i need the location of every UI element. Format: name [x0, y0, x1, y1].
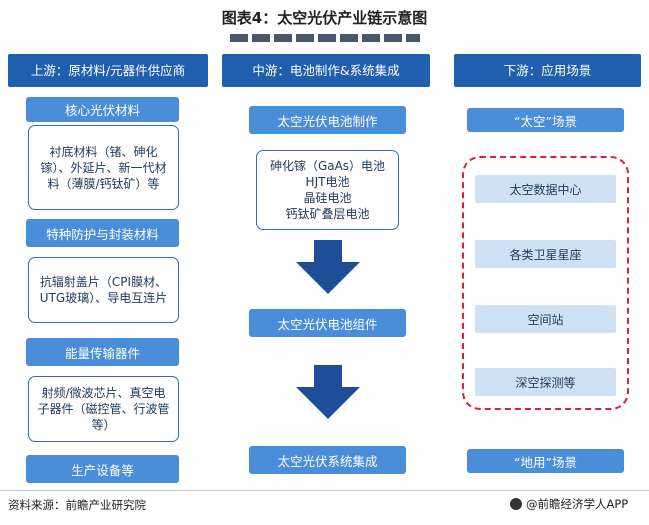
midstream-step-cell-module: 太空光伏电池组件 — [249, 309, 406, 337]
midstream-step-system-integration: 太空光伏系统集成 — [249, 446, 406, 474]
upstream-detail-protection: 抗辐射盖片（CPI膜材、UTG玻璃）、导电互连片 — [28, 257, 179, 323]
flow-arrow-down-2 — [296, 365, 360, 419]
space-app-deep-space-exploration: 深空探测等 — [475, 368, 616, 396]
midstream-step-cell-making: 太空光伏电池制作 — [249, 106, 406, 134]
cell-type-perovskite-tandem: 钙钛矿叠层电池 — [285, 207, 370, 221]
upstream-header: 上游：原材料/元器件供应商 — [8, 54, 208, 87]
brand-logo-icon — [510, 498, 522, 510]
footer-brand: @前瞻经济学人APP — [510, 495, 628, 513]
footer-source: 资料来源：前瞻产业研究院 — [8, 498, 146, 512]
downstream-ground-scenario: “地用”场景 — [467, 449, 624, 473]
space-applications-dashed-frame — [462, 156, 629, 410]
footer-divider — [0, 490, 649, 491]
space-app-satellite-constellations: 各类卫星星座 — [475, 240, 616, 268]
upstream-section-energy-transmission: 能量传输器件 — [26, 338, 179, 366]
midstream-header: 中游：电池制作&系统集成 — [222, 54, 430, 87]
space-app-space-station: 空间站 — [475, 305, 616, 333]
diagram-title: 图表4：太空光伏产业链示意图 — [221, 9, 428, 27]
cell-type-crystalline-silicon: 晶硅电池 — [303, 191, 352, 205]
upstream-section-core-pv: 核心光伏材料 — [26, 97, 179, 122]
footer-brand-label: @前瞻经济学人APP — [526, 497, 629, 511]
flow-arrow-down-1 — [296, 240, 360, 294]
upstream-detail-energy-transmission: 射频/微波芯片、真空电子器件（磁控管、行波管等） — [28, 376, 179, 442]
upstream-section-protection: 特种防护与封装材料 — [26, 219, 179, 247]
upstream-detail-core-pv: 衬底材料（锗、砷化镓）、外延片、新一代材料（薄膜/钙钛矿）等 — [28, 125, 179, 210]
cell-type-gaas: 砷化镓（GaAs）电池 — [269, 159, 386, 173]
cell-type-hjt: HJT电池 — [305, 175, 350, 189]
upstream-section-equipment: 生产设备等 — [26, 455, 179, 483]
space-app-data-center: 太空数据中心 — [475, 175, 616, 203]
downstream-header: 下游：应用场景 — [454, 54, 641, 87]
downstream-space-scenario: “太空”场景 — [467, 108, 624, 132]
midstream-cell-types-box: 砷化镓（GaAs）电池 HJT电池 晶硅电池 钙钛矿叠层电池 — [256, 150, 399, 230]
title-underline-bar — [230, 34, 420, 42]
